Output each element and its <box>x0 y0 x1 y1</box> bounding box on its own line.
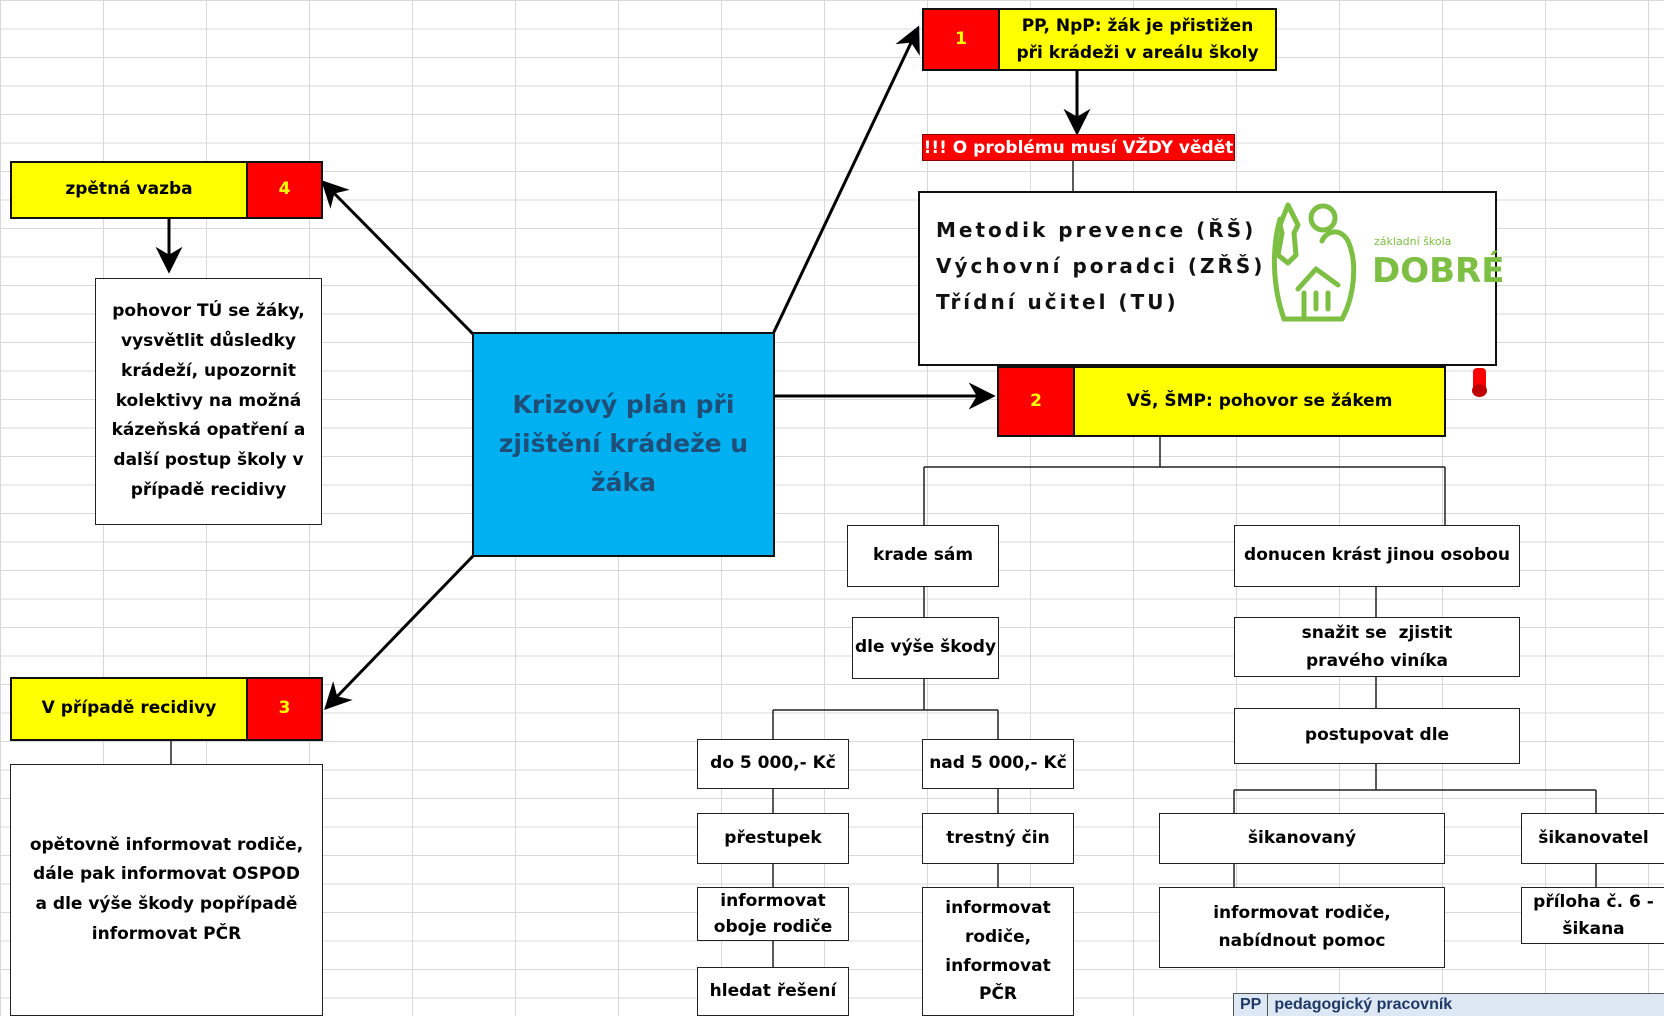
recidivism-box: opětovně informovat rodiče, dále pak inf… <box>10 764 323 1016</box>
alert-banner: !!! O problému musí VŽDY vědět <box>922 134 1235 161</box>
step3-number-box: 3 <box>246 677 323 741</box>
by-damage-text: dle výše škody <box>854 637 997 658</box>
contact-educational-counselor: Výchovní poradci (ZŘŠ) <box>936 254 1266 278</box>
high-type-box: trestný čin <box>922 813 1074 864</box>
contacts-box: Metodik prevence (ŘŠ) Výchovní poradci (… <box>918 191 1504 366</box>
step1-text-box: PP, NpP: žák je přistižen při krádeži v … <box>998 8 1277 71</box>
low-damage-box: do 5 000,- Kč <box>697 739 849 789</box>
exclamation-dot <box>1472 384 1487 397</box>
step2-number: 2 <box>1030 390 1042 411</box>
step3-text: V případě recidivy <box>41 698 217 719</box>
by-damage-box: dle výše škody <box>852 617 999 679</box>
bully-action-text: příloha č. 6 - šikana <box>1533 892 1654 939</box>
low-action-text: informovat oboje rodiče <box>713 890 833 937</box>
school-logo-small-text: základní škola <box>1374 235 1452 248</box>
bullied-action-box: informovat rodiče, nabídnout pomoc <box>1159 887 1445 968</box>
low-type-box: přestupek <box>697 813 849 864</box>
bullied-box: šikanovaný <box>1159 813 1445 864</box>
legend-row: PP pedagogický pracovník <box>1233 993 1664 1016</box>
bully-title: šikanovatel <box>1538 827 1649 848</box>
legend-meaning: pedagogický pracovník <box>1274 996 1453 1013</box>
contact-prevention-methodist: Metodik prevence (ŘŠ) <box>936 218 1257 242</box>
high-action-box: informovat rodiče, informovat PČR <box>922 887 1074 1016</box>
school-logo: základní škola DOBRÉ <box>1266 197 1504 329</box>
center-title-box: Krizový plán při zjištění krádeže u žáka <box>472 332 775 557</box>
branch-alone-box: krade sám <box>847 525 999 587</box>
low-action-box: informovat oboje rodiče <box>697 887 849 941</box>
step2-text-box: VŠ, ŠMP: pohovor se žákem <box>1073 366 1446 437</box>
low-damage-title: do 5 000,- Kč <box>710 753 836 774</box>
alert-text: !!! O problému musí VŽDY vědět <box>923 137 1234 158</box>
bullied-title: šikanovaný <box>1247 827 1357 848</box>
school-logo-name: DOBRÉ <box>1372 251 1505 291</box>
legend-abbr: PP <box>1234 994 1269 1016</box>
step4-text-box: zpětná vazba <box>10 161 248 219</box>
step4-text: zpětná vazba <box>65 179 193 200</box>
step1-text: PP, NpP: žák je přistižen při krádeži v … <box>1016 16 1259 63</box>
center-title: Krizový plán při zjištění krádeže u žáka <box>498 390 749 497</box>
branch-alone-title: krade sám <box>872 545 974 566</box>
low-type-text: přestupek <box>724 827 822 848</box>
recidivism-text: opětovně informovat rodiče, dále pak inf… <box>29 834 304 944</box>
feedback-box: pohovor TÚ se žáky, vysvětlit důsledky k… <box>95 278 322 525</box>
bullied-action-text: informovat rodiče, nabídnout pomoc <box>1213 903 1391 951</box>
step3-text-box: V případě recidivy <box>10 677 248 741</box>
find-culprit-text: snažit se zjistit pravého viníka <box>1301 622 1459 671</box>
proceed-box: postupovat dle <box>1234 708 1520 764</box>
step2-text: VŠ, ŠMP: pohovor se žákem <box>1126 390 1393 411</box>
feedback-text: pohovor TÚ se žáky, vysvětlit důsledky k… <box>111 301 306 500</box>
branch-forced-box: donucen krást jinou osobou <box>1234 525 1520 587</box>
high-damage-title: nad 5 000,- Kč <box>929 753 1067 774</box>
step2-number-box: 2 <box>997 366 1075 437</box>
step3-number: 3 <box>278 698 291 719</box>
low-next-text: hledat řešení <box>709 980 837 1001</box>
proceed-text: postupovat dle <box>1304 725 1450 746</box>
low-next-box: hledat řešení <box>697 967 849 1016</box>
school-logo-icon <box>1271 202 1357 322</box>
find-culprit-box: snažit se zjistit pravého viníka <box>1234 617 1520 677</box>
bully-action-box: příloha č. 6 - šikana <box>1521 887 1664 944</box>
bully-box: šikanovatel <box>1521 813 1664 864</box>
step4-number-box: 4 <box>246 161 323 219</box>
step4-number: 4 <box>278 179 291 200</box>
high-action-text: informovat rodiče, informovat PČR <box>945 897 1051 1005</box>
high-type-text: trestný čin <box>946 827 1050 848</box>
step1-number: 1 <box>955 28 967 49</box>
branch-forced-title: donucen krást jinou osobou <box>1244 545 1510 566</box>
contact-class-teacher: Třídní učitel (TU) <box>936 290 1179 314</box>
step1-number-box: 1 <box>922 8 1000 71</box>
high-damage-box: nad 5 000,- Kč <box>922 739 1074 789</box>
